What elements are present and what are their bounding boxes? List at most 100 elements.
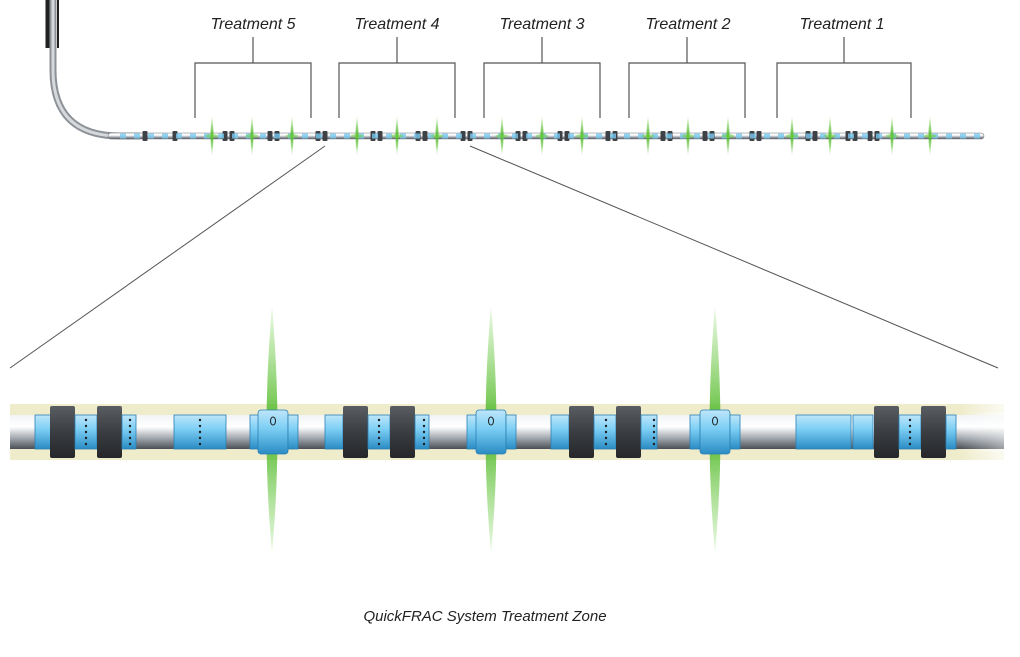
sleeve [666,133,672,139]
perforation [604,442,608,446]
fracture [721,134,735,138]
sleeve [624,133,630,139]
sleeve [302,133,308,139]
packer [343,406,368,458]
diagram-caption: QuickFRAC System Treatment Zone [363,608,606,625]
sleeve [466,414,478,450]
sleeve [568,133,574,139]
sleeve [470,133,476,139]
perforation [652,430,656,434]
perforation [128,424,132,428]
perforation [908,436,912,440]
fracture [785,134,799,138]
perforation [128,436,132,440]
fracture [535,134,549,138]
sleeve [120,133,126,139]
perforation [377,430,381,434]
fracture [285,134,299,138]
sleeve [806,133,812,139]
sleeve [708,133,714,139]
perforation [84,430,88,434]
sleeve [218,133,224,139]
packer [605,131,611,141]
packer [50,406,75,458]
treatment-bracket [338,37,456,118]
sleeve [324,414,344,450]
fracture [390,134,404,138]
perforation [604,430,608,434]
perforation [128,430,132,434]
perforation [377,418,381,422]
perforation [652,424,656,428]
sleeve [862,133,868,139]
perforation [652,418,656,422]
sleeve [190,133,196,139]
packer [97,406,122,458]
packer [867,131,873,141]
perforation [128,442,132,446]
sleeve [330,133,336,139]
perforation [908,442,912,446]
sleeve [148,133,154,139]
perforation [128,418,132,422]
perforation [377,436,381,440]
zoom-line-right [469,145,999,369]
perforation [84,424,88,428]
sleeve [750,133,756,139]
perforation [422,430,426,434]
sleeve [232,133,238,139]
perforation [422,442,426,446]
sleeve [526,133,532,139]
packer [322,131,328,141]
fracture [681,134,695,138]
sleeve [640,414,658,450]
sleeve [918,133,924,139]
sleeve [505,414,517,450]
sleeve [876,133,882,139]
packer [267,131,273,141]
treatment-5-label: Treatment 5 [210,16,295,33]
packer [142,131,148,141]
sleeve [162,133,168,139]
sleeve [34,414,52,450]
treatment-bracket [628,37,746,118]
sleeve [764,133,770,139]
packer [874,406,899,458]
fracture [575,134,589,138]
sleeve [610,133,616,139]
fracture [205,134,219,138]
sleeve [512,133,518,139]
treatment-bracket [194,37,312,118]
fracture [430,134,444,138]
sleeve [694,133,700,139]
perforation [604,436,608,440]
treatment-2-label: Treatment 2 [645,16,730,33]
perforation [198,418,202,422]
fracture [923,134,937,138]
packer [422,131,428,141]
sleeve [134,133,140,139]
sleeve [736,133,742,139]
fracture [245,134,259,138]
sleeve [274,133,280,139]
perforation [604,424,608,428]
packer [616,406,641,458]
sleeve [554,133,560,139]
perforation [604,418,608,422]
packer [921,406,946,458]
treatment-bracket [483,37,601,118]
perforation [652,442,656,446]
treatment-3-label: Treatment 3 [499,16,584,33]
perforation [198,442,202,446]
perforation [198,436,202,440]
sleeve [852,414,874,450]
perforation [422,424,426,428]
sleeve [848,133,854,139]
overview-wellbore [45,0,985,156]
perforation [198,424,202,428]
perforation [908,418,912,422]
perforation [84,442,88,446]
sleeve [960,133,966,139]
sleeve [456,133,462,139]
